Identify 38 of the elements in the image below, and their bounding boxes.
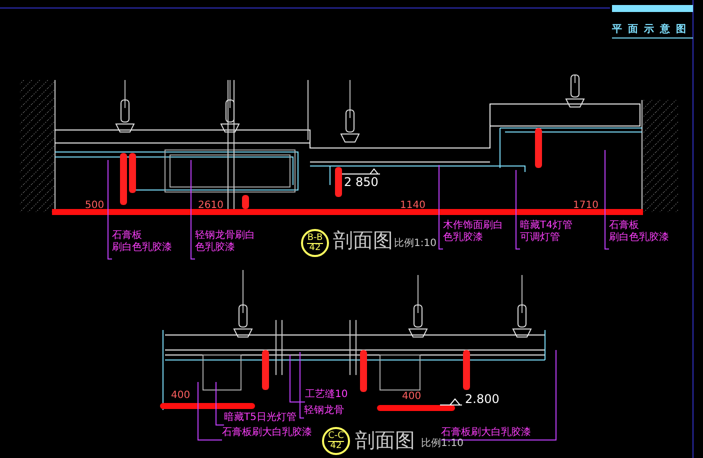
leader-line (198, 382, 222, 440)
drawing-label: 剖面图 (333, 230, 393, 250)
drawing-label: 比例1:10 (421, 439, 464, 449)
callout-text: 石膏板 (609, 220, 639, 232)
leader-line (516, 170, 520, 250)
drawing-label: 400 (402, 392, 422, 402)
leader-line (216, 382, 224, 426)
leader-line (440, 350, 556, 440)
drawing-label: 2.800 (465, 393, 500, 405)
drawing-label: 比例1:10 (394, 239, 436, 249)
drawing-label: 400 (171, 391, 190, 401)
drawing-label: 500 (85, 201, 104, 211)
drawing-title: 平面示意图 (612, 25, 692, 35)
leader-line (108, 160, 112, 260)
callout-text: 石膏板刷大白乳胶漆 (441, 427, 531, 438)
callout-text: 木作饰面刷白 (443, 220, 503, 232)
drawing-label: 2 850 (344, 176, 378, 188)
drawing-label: 1710 (573, 201, 598, 211)
callout-text: 工艺缝10 (305, 389, 348, 401)
callout-text: 刷白色乳胶漆 (112, 242, 172, 254)
drawing-label: 剖面图 (355, 430, 415, 450)
leader-line (190, 160, 196, 260)
leader-line (290, 354, 306, 402)
leader-line (604, 150, 610, 250)
callout-text: 轻钢龙骨刷白 (195, 230, 255, 242)
callout-text: 轻钢龙骨 (304, 405, 344, 417)
callout-text: 可调灯管 (520, 232, 560, 244)
callout-text: 石膏板刷大白乳胶漆 (222, 427, 312, 439)
drawing-label: 2610 (198, 201, 224, 211)
callout-text: 刷白色乳胶漆 (609, 232, 669, 244)
leader-line (438, 164, 444, 250)
callout-text: 色乳胶漆 (443, 232, 483, 244)
leader-line (300, 352, 304, 418)
callout-text: 色乳胶漆 (195, 242, 235, 254)
callout-text: 暗藏T5日光灯管 (224, 412, 296, 424)
drawing-label: 1140 (400, 201, 426, 211)
callout-text: 石膏板 (112, 230, 142, 242)
callout-text: 暗藏T4灯管 (520, 220, 572, 232)
